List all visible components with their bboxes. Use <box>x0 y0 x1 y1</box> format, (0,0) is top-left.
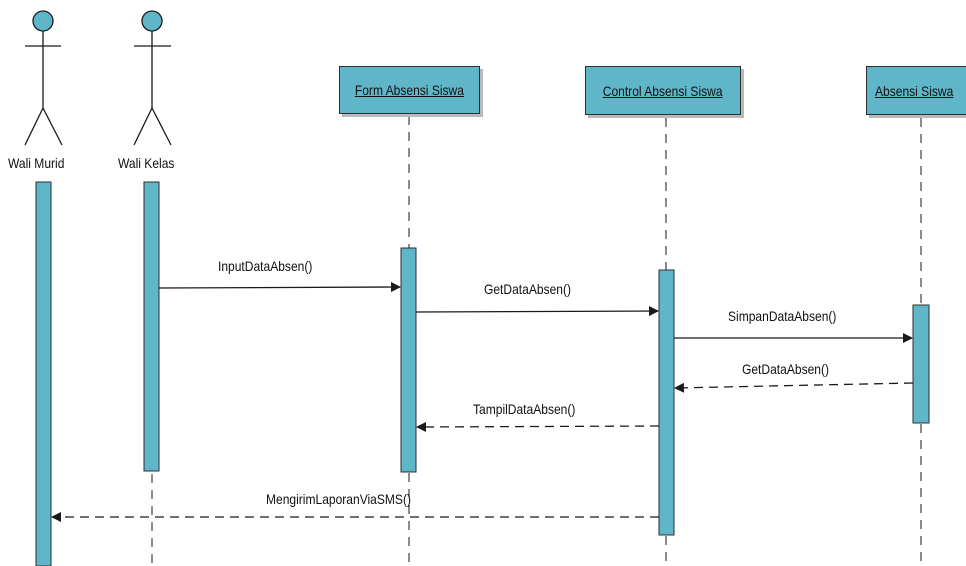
object-label-form-absensi-siswa: Form Absensi Siswa <box>354 82 465 98</box>
message-label-m4: GetDataAbsen() <box>742 361 830 377</box>
activation-wali-kelas <box>143 181 160 472</box>
message-arrow-m5 <box>416 421 660 432</box>
actor-label-wali-murid: Wali Murid <box>8 155 65 171</box>
actor-wali-kelas-figure <box>133 10 172 146</box>
actor-head-icon <box>141 10 163 32</box>
message-label-m3: SimpanDataAbsen() <box>728 308 837 324</box>
actor-wali-murid-figure <box>24 10 63 146</box>
activation-absensi-siswa <box>912 304 930 424</box>
message-label-m2: GetDataAbsen() <box>484 281 572 297</box>
message-arrow-m1 <box>158 282 401 293</box>
object-box-control-absensi-siswa: Control Absensi Siswa <box>585 66 741 115</box>
actor-label-wali-kelas: Wali Kelas <box>118 155 175 171</box>
object-box-form-absensi-siswa: Form Absensi Siswa <box>339 66 480 114</box>
message-label-m1: InputDataAbsen() <box>218 258 313 274</box>
activation-form-absensi-siswa <box>400 247 417 473</box>
activation-wali-murid <box>35 181 52 566</box>
actor-head-icon <box>32 10 54 32</box>
object-box-absensi-siswa: Absensi Siswa <box>866 66 966 115</box>
activation-control-absensi-siswa <box>658 269 675 536</box>
message-label-m6: MengirimLaporanViaSMS() <box>266 491 411 507</box>
message-label-m5: TampilDataAbsen() <box>473 401 576 417</box>
message-arrow-m4 <box>674 382 914 393</box>
object-label-absensi-siswa: Absensi Siswa <box>875 82 954 99</box>
object-label-control-absensi-siswa: Control Absensi Siswa <box>603 82 723 99</box>
message-arrow-m2 <box>415 306 659 317</box>
